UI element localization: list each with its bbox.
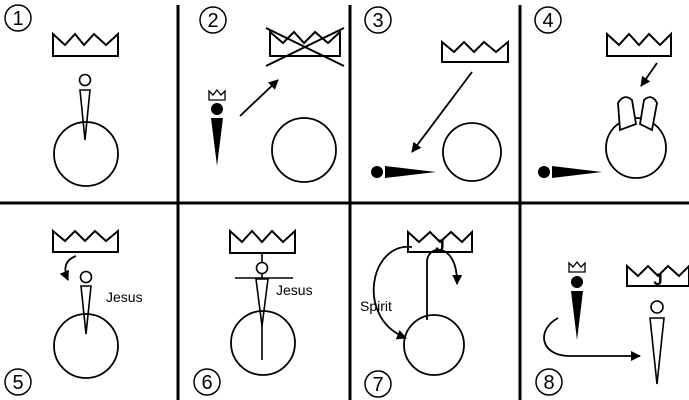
crown-letter: J xyxy=(653,270,662,289)
self-body xyxy=(571,291,583,340)
life-circle xyxy=(605,117,667,179)
fallen-self-body xyxy=(552,166,602,178)
life-circle xyxy=(53,121,119,187)
self-head xyxy=(211,103,223,115)
crown-icon xyxy=(606,31,672,57)
person-body xyxy=(79,89,91,141)
jesus-head xyxy=(79,270,93,284)
svg-text:2: 2 xyxy=(207,10,218,32)
crown-icon xyxy=(269,29,341,57)
panel-5: 5 Jesus xyxy=(4,228,143,396)
crown-icon xyxy=(52,31,119,57)
svg-text:4: 4 xyxy=(542,10,553,32)
crown-icon xyxy=(407,229,473,253)
panel-7: 7 J Spirit xyxy=(360,229,473,398)
panel-6: 6 Jesus xyxy=(193,228,313,396)
curved-arrow-down xyxy=(59,255,77,281)
jesus-body xyxy=(255,278,269,327)
panel-8: 8 J xyxy=(535,260,689,396)
life-circle xyxy=(53,313,119,379)
jesus-body xyxy=(649,317,665,385)
self-head xyxy=(571,276,583,288)
crown-icon xyxy=(52,228,119,253)
crown-letter: J xyxy=(435,236,444,255)
svg-text:6: 6 xyxy=(201,372,212,394)
jesus-label: Jesus xyxy=(276,282,313,298)
return-arrow xyxy=(426,248,463,320)
panel-1: 1 xyxy=(4,4,119,187)
panel-number-4: 4 xyxy=(534,6,562,34)
spirit-label: Spirit xyxy=(360,298,392,314)
jesus-head xyxy=(255,261,269,275)
fallen-self-head xyxy=(371,166,383,178)
arrow-to-crown xyxy=(239,79,279,117)
svg-text:3: 3 xyxy=(372,10,383,32)
self-body xyxy=(211,118,223,166)
crown-icon xyxy=(626,263,689,287)
panel-number-6: 6 xyxy=(193,368,221,396)
panel-number-1: 1 xyxy=(4,4,32,32)
svg-text:1: 1 xyxy=(12,8,23,30)
panel-number-8: 8 xyxy=(535,368,563,396)
life-circle xyxy=(230,310,296,376)
spirit-arrow xyxy=(372,246,413,340)
curved-arrow-right xyxy=(543,317,641,361)
person-head xyxy=(78,73,92,87)
jesus-head xyxy=(650,300,664,314)
panel-4: 4 xyxy=(534,6,672,179)
fallen-self-head xyxy=(538,166,550,178)
svg-text:5: 5 xyxy=(12,372,23,394)
crown-icon xyxy=(229,228,296,254)
panel-number-5: 5 xyxy=(4,368,32,396)
life-circle xyxy=(403,314,465,376)
fallen-self-body xyxy=(385,166,436,178)
panel-number-7: 7 xyxy=(364,370,392,398)
arrow-down-left xyxy=(411,71,473,153)
crown-icon xyxy=(441,39,509,63)
small-crown-icon xyxy=(208,88,226,101)
broken-idol-icon xyxy=(617,96,658,132)
life-circle xyxy=(271,117,337,183)
svg-text:8: 8 xyxy=(543,372,554,394)
panel-3: 3 xyxy=(364,6,509,182)
svg-text:7: 7 xyxy=(372,374,383,396)
panel-number-2: 2 xyxy=(199,6,227,34)
panel-number-3: 3 xyxy=(364,6,392,34)
life-circle xyxy=(442,122,502,182)
small-crown-icon xyxy=(568,260,586,273)
panel-2: 2 xyxy=(199,6,345,183)
jesus-label: Jesus xyxy=(106,289,143,305)
grid-lines xyxy=(0,5,689,400)
jesus-body xyxy=(80,285,92,335)
arrow-down-left xyxy=(640,62,658,87)
cross-out-mark xyxy=(265,27,345,67)
